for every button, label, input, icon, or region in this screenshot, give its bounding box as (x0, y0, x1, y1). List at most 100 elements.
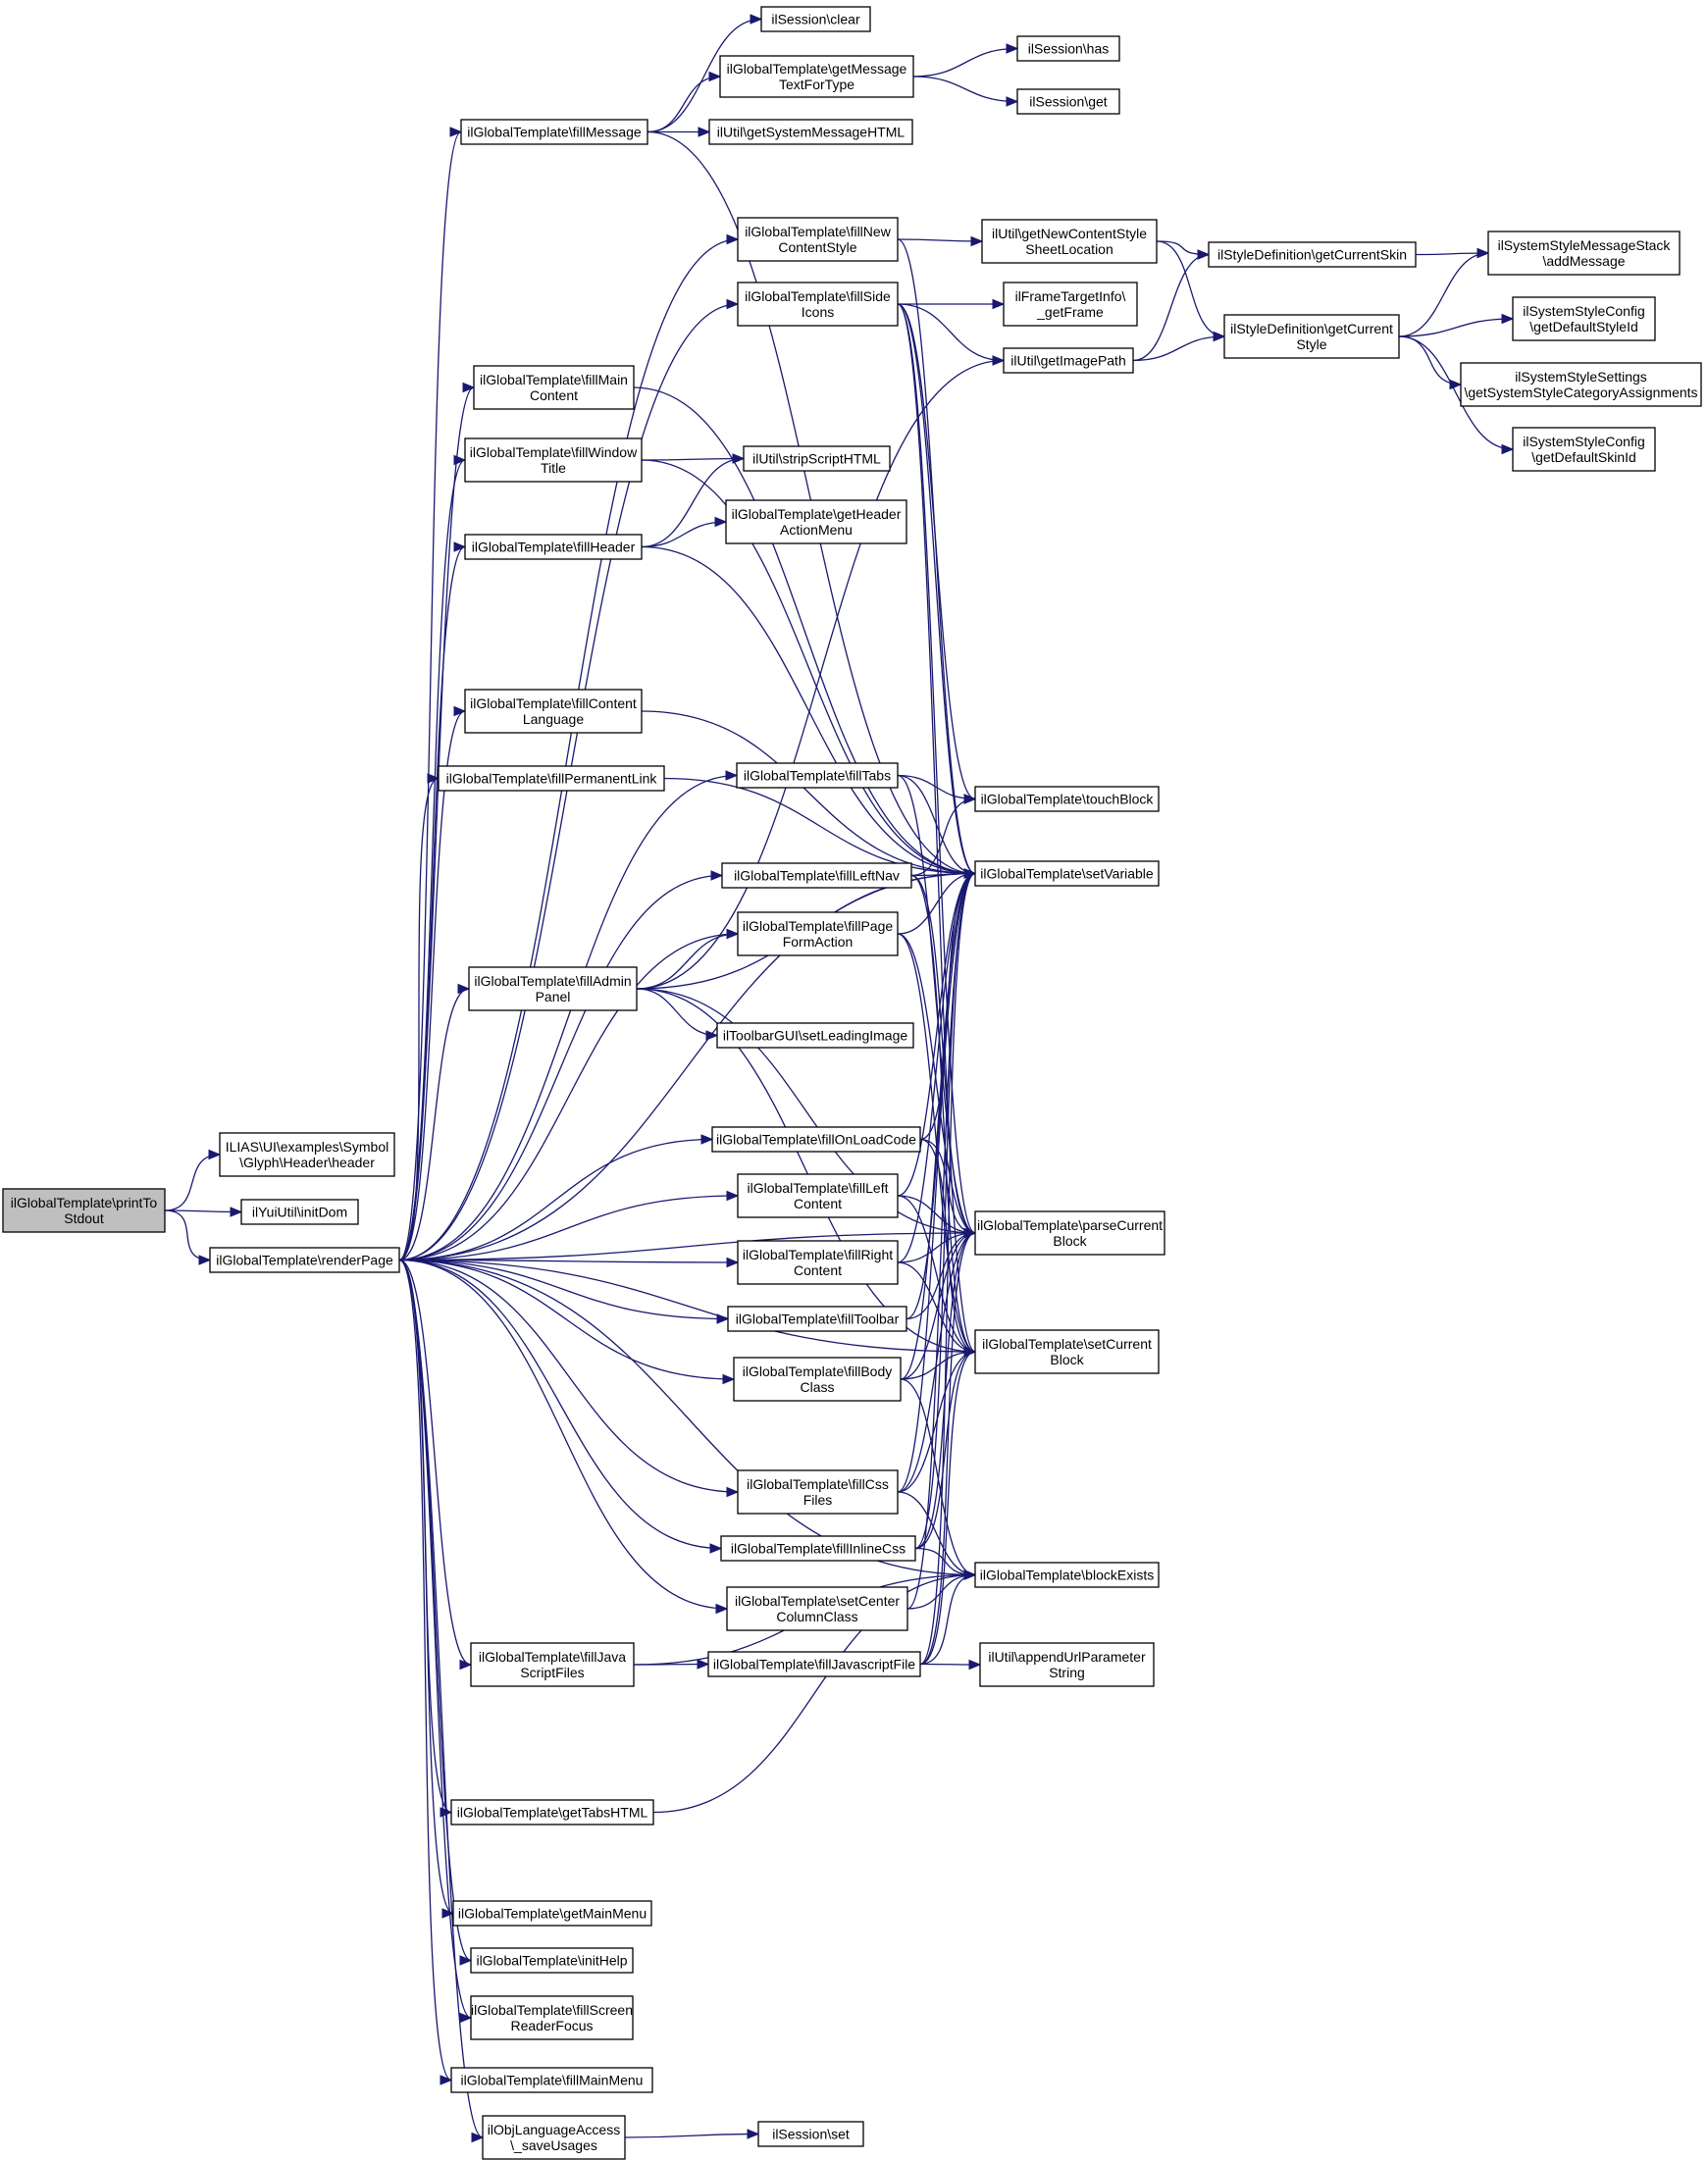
node-header[interactable]: ILIAS\UI\examples\Symbol\Glyph\Header\he… (219, 1132, 395, 1177)
node-catAssign[interactable]: ilSystemStyleSettings\getSystemStyleCate… (1460, 362, 1702, 407)
node-label: \Glyph\Header\header (239, 1155, 375, 1170)
node-defStyleId[interactable]: ilSystemStyleConfig\getDefaultStyleId (1512, 296, 1656, 341)
edge-arrowhead (710, 870, 724, 881)
edge-fillLeftNav-to-touchBlock (910, 794, 977, 877)
node-setVariable[interactable]: ilGlobalTemplate\setVariable (974, 860, 1160, 887)
node-setLeadingImage[interactable]: ilToolbarGUI\setLeadingImage (716, 1022, 914, 1049)
node-label: Stdout (64, 1210, 104, 1226)
node-label: ReaderFocus (510, 2018, 593, 2033)
node-box (974, 1562, 1160, 1588)
node-label: ActionMenu (780, 522, 853, 538)
node-fillMainMenu[interactable]: ilGlobalTemplate\fillMainMenu (450, 2067, 653, 2093)
edge-line (636, 988, 976, 1234)
edge-arrowhead (709, 1543, 723, 1554)
edge-line (641, 459, 976, 875)
node-fillLeftNav[interactable]: ilGlobalTemplate\fillLeftNav (721, 862, 912, 889)
node-getCurSkin[interactable]: ilStyleDefinition\getCurrentSkin (1208, 241, 1417, 268)
node-fillToolbar[interactable]: ilGlobalTemplate\fillToolbar (727, 1306, 907, 1332)
node-fillHeader[interactable]: ilGlobalTemplate\fillHeader (464, 534, 643, 560)
node-saveUsages[interactable]: ilObjLanguageAccess\_saveUsages (482, 2115, 626, 2160)
edge-getCurStyle-to-defSkinId (1398, 335, 1515, 455)
edge-getMsgText-to-sessHas (912, 43, 1019, 77)
node-box (464, 689, 643, 734)
node-getSysMsg[interactable]: ilUtil\getSystemMessageHTML (708, 119, 913, 145)
node-getFrame[interactable]: ilFrameTargetInfo\_getFrame (1003, 282, 1138, 327)
edge-line (1132, 335, 1225, 362)
node-label: \getDefaultSkinId (1531, 449, 1636, 465)
node-box (737, 217, 899, 262)
edge-fillAdminPanel-to-setLeadingImage (636, 988, 719, 1041)
node-blockExists[interactable]: ilGlobalTemplate\blockExists (974, 1562, 1160, 1588)
edge-arrowhead (230, 1207, 243, 1217)
edge-line (641, 545, 976, 875)
node-label: ilGlobalTemplate\fillPermanentLink (446, 771, 658, 787)
edge-renderPage-to-fillToolbar (398, 1259, 730, 1324)
node-defSkinId[interactable]: ilSystemStyleConfig\getDefaultSkinId (1512, 427, 1656, 472)
node-initHelp[interactable]: ilGlobalTemplate\initHelp (470, 1947, 634, 1974)
node-touchBlock[interactable]: ilGlobalTemplate\touchBlock (974, 786, 1160, 812)
node-sessGet[interactable]: ilSession\get (1016, 88, 1120, 115)
edge-fillAdminPanel-to-fillPageFA (636, 928, 740, 990)
node-fillMessage[interactable]: ilGlobalTemplate\fillMessage (460, 119, 648, 145)
edge-renderPage-to-fillLeftContent (398, 1190, 740, 1261)
node-fillPermLink[interactable]: ilGlobalTemplate\fillPermanentLink (438, 765, 665, 792)
edge-line (1398, 335, 1462, 386)
edge-arrowhead (453, 454, 467, 466)
node-addMessage[interactable]: ilSystemStyleMessageStack\addMessage (1487, 231, 1681, 276)
node-sessHas[interactable]: ilSession\has (1016, 35, 1120, 62)
node-sessClear[interactable]: ilSession\clear (760, 6, 871, 32)
node-getTabsHTML[interactable]: ilGlobalTemplate\getTabsHTML (450, 1799, 654, 1826)
edge-saveUsages-to-sessSet (624, 2129, 760, 2139)
edge-renderPage-to-fillMainContent (398, 382, 476, 1261)
node-getMainMenu[interactable]: ilGlobalTemplate\getMainMenu (452, 1900, 652, 1927)
node-fillJSFile[interactable]: ilGlobalTemplate\fillJavascriptFile (707, 1651, 921, 1677)
edge-line (1156, 240, 1225, 337)
node-stripScript[interactable]: ilUtil\stripScriptHTML (743, 445, 891, 472)
edge-line (636, 359, 1005, 990)
node-label: ilSystemStyleMessageStack (1498, 237, 1672, 253)
node-sessSet[interactable]: ilSession\set (757, 2121, 864, 2147)
node-label: ilGlobalTemplate\initHelp (476, 1953, 627, 1969)
edge-arrowhead (1213, 331, 1226, 342)
node-renderPage[interactable]: ilGlobalTemplate\renderPage (209, 1247, 400, 1273)
node-getImagePath[interactable]: ilUtil\getImagePath (1003, 347, 1134, 374)
node-label: ilGlobalTemplate\getMainMenu (458, 1906, 647, 1922)
node-fillOnLoad[interactable]: ilGlobalTemplate\fillOnLoadCode (711, 1126, 921, 1153)
edge-line (897, 933, 976, 1234)
edge-line (624, 2133, 759, 2138)
edge-line (897, 303, 976, 800)
node-fillTabs[interactable]: ilGlobalTemplate\fillTabs (736, 762, 899, 789)
node-fillInlineCss[interactable]: ilGlobalTemplate\fillInlineCss (720, 1535, 916, 1562)
node-box (1460, 362, 1702, 407)
edge-line (398, 1259, 472, 1962)
node-box (733, 1357, 902, 1402)
node-label: Block (1050, 1352, 1084, 1367)
node-box (438, 765, 665, 792)
node-label: ilGlobalTemplate\fillMessage (467, 125, 642, 140)
edge-line (398, 1232, 976, 1261)
node-initDom[interactable]: ilYuiUtil\initDom (240, 1199, 359, 1225)
node-box (974, 1329, 1160, 1374)
